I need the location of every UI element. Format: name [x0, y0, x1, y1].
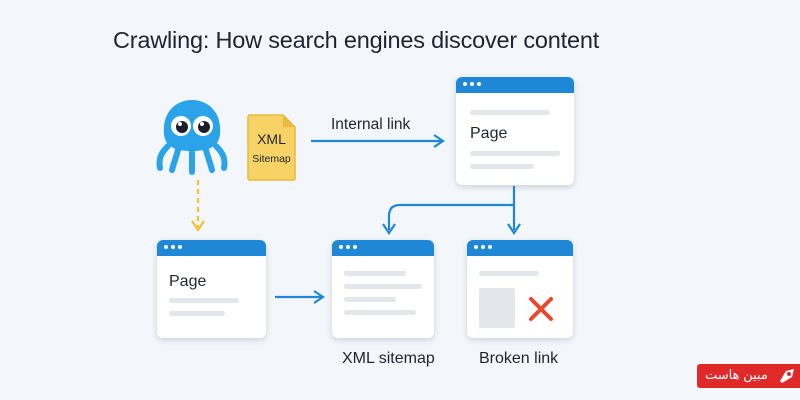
xml-sitemap-card [332, 240, 434, 338]
arrow-dashed-crawl [191, 180, 205, 232]
document-icon [247, 114, 296, 181]
arrow-branch [382, 186, 521, 235]
top-page-card-title: Page [470, 125, 508, 142]
arrow-page-to-sitemap [275, 290, 325, 304]
sitemap-file-label: Sitemap [252, 153, 291, 165]
brand-badge: مبین هاست [697, 364, 800, 388]
broken-link-card [467, 240, 573, 338]
brand-text: مبین هاست [705, 367, 768, 382]
broken-link-caption: Broken link [479, 350, 559, 367]
rocket-logo-icon [780, 369, 794, 383]
xml-sitemap-caption: XML sitemap [342, 350, 435, 367]
left-page-card-title: Page [169, 273, 207, 290]
page-title: Crawling: How search engines discover co… [113, 27, 600, 53]
spider-bot-icon [156, 100, 228, 175]
internal-link-label: Internal link [331, 116, 411, 133]
close-icon [529, 297, 553, 321]
arrow-internal-link [311, 134, 445, 148]
top-page-card: Page [456, 77, 574, 185]
image-placeholder [479, 288, 515, 328]
xml-file-label: XML [257, 131, 286, 147]
left-page-card: Page [157, 240, 266, 338]
